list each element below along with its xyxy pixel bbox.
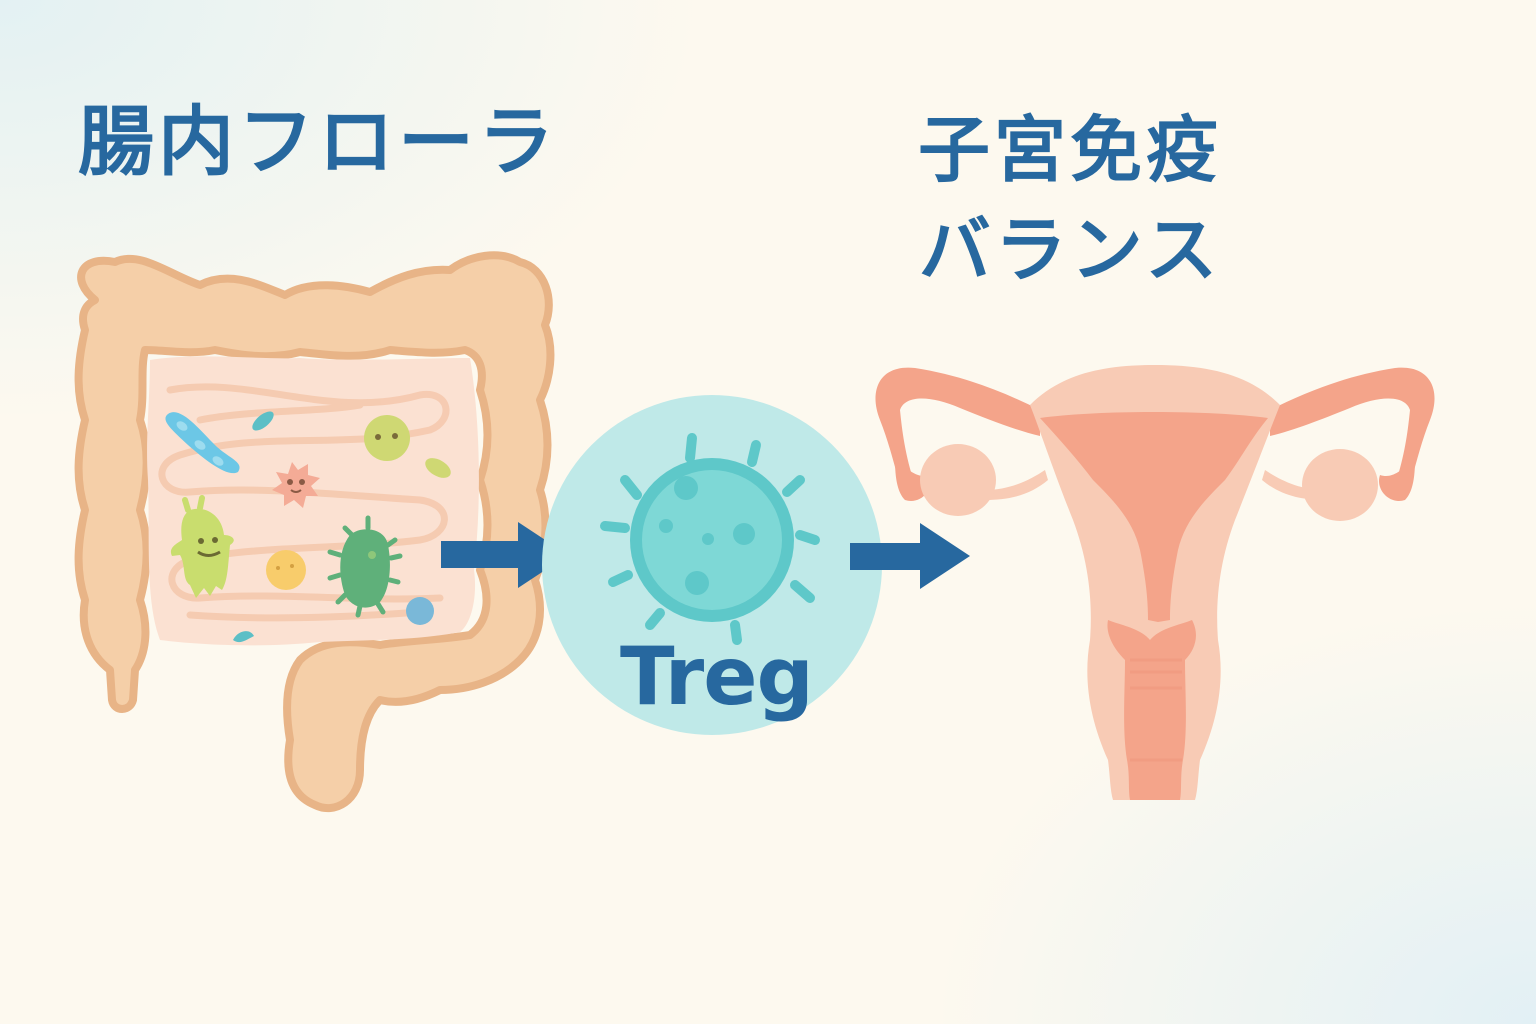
arrow-treg-to-uterus-icon: [850, 523, 970, 589]
round-yellow-green-bacterium-icon: [364, 415, 410, 461]
yellow-green-bacterium-icon: [170, 495, 234, 598]
title-line-2: バランス: [918, 208, 1222, 292]
treg-label: Treg: [620, 630, 814, 723]
star-bacterium-icon: [272, 462, 320, 508]
arrow-gut-to-treg-icon: [441, 522, 568, 588]
treg-cell-icon: [600, 433, 820, 645]
right-ovary: [1302, 449, 1378, 521]
small-teal-bacterium-icon: [252, 411, 274, 431]
yellow-bacterium-icon: [266, 550, 306, 590]
intestine-icon: [74, 251, 555, 813]
title-line-1: 子宮免疫: [917, 108, 1222, 192]
gut-microbiota-title: 腸内フローラ: [78, 97, 558, 186]
uterus-icon: [875, 365, 1435, 800]
rod-bacterium-icon: [165, 412, 240, 474]
blue-coccus-icon: [406, 597, 434, 625]
left-ovary: [920, 444, 996, 516]
green-spiky-bacterium-icon: [327, 515, 403, 618]
uterine-immune-balance-title: 子宮免疫 バランス: [900, 100, 1240, 300]
teal-fragment-icon: [233, 631, 254, 643]
oval-bacterium-icon: [425, 458, 451, 478]
bacteria-group: [165, 411, 451, 643]
